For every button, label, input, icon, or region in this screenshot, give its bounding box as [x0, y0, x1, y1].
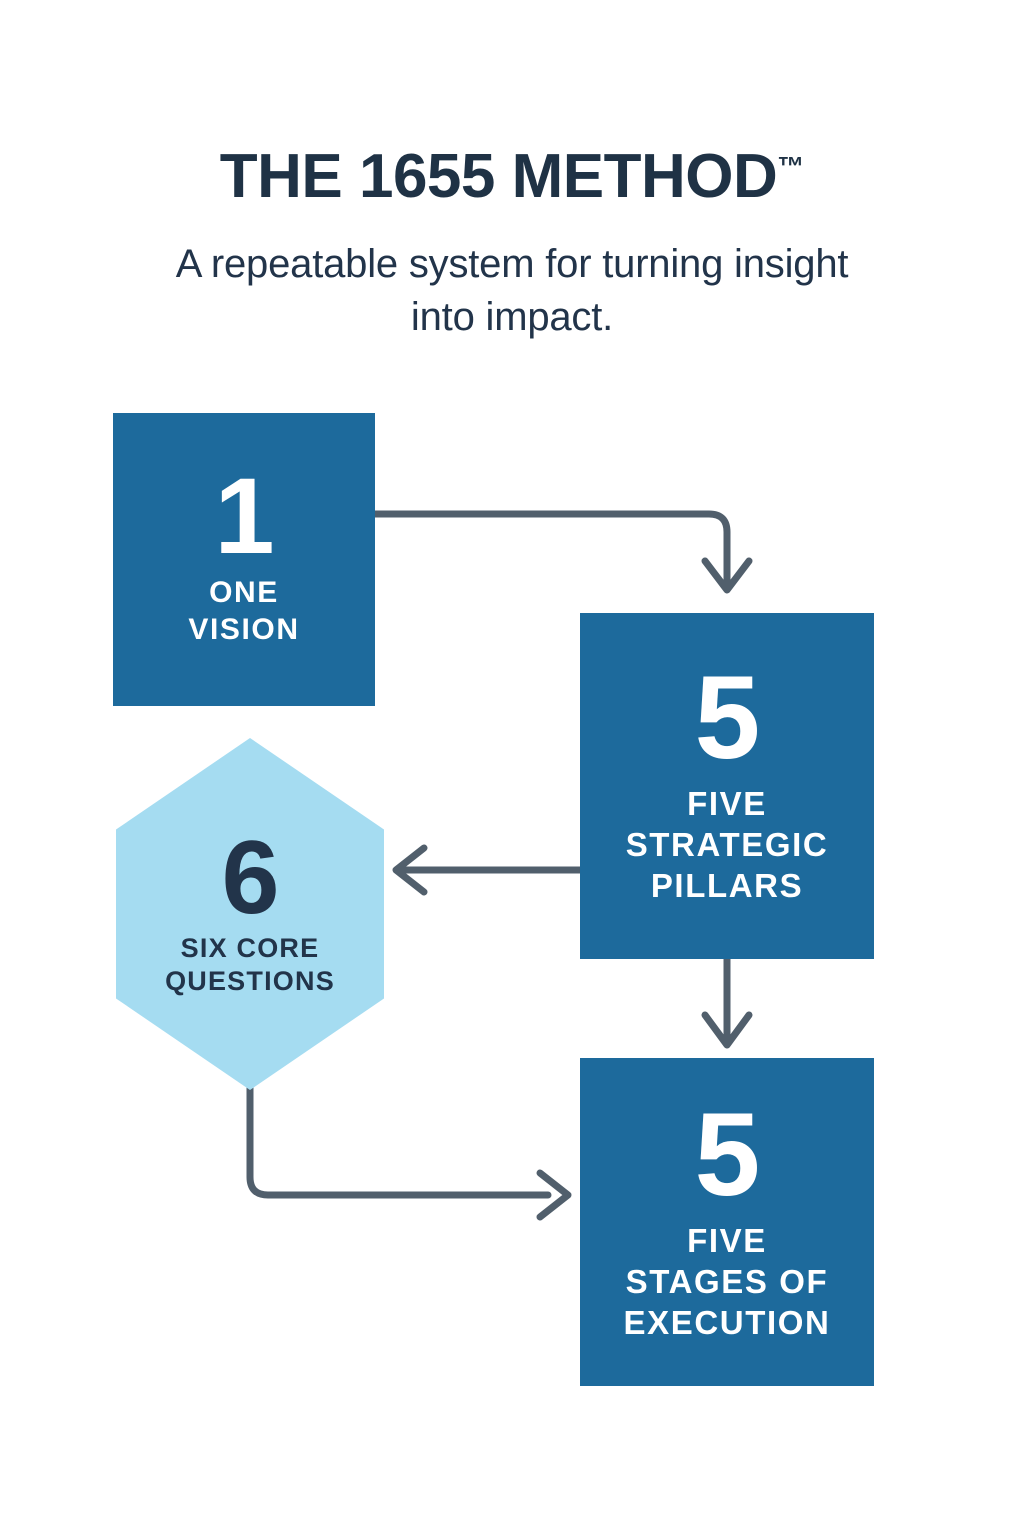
node-label: FIVE STRATEGIC PILLARS [626, 784, 829, 907]
node-five-strategic-pillars[interactable]: 5 FIVE STRATEGIC PILLARS [580, 613, 874, 959]
connector-questions-to-execution [246, 1081, 572, 1221]
node-label-line-2: VISION [188, 612, 300, 646]
node-label-line-1: FIVE [687, 1221, 767, 1259]
node-number: 1 [214, 455, 274, 577]
node-label: ONE VISION [188, 574, 299, 648]
node-label-line-1: FIVE [687, 784, 767, 822]
page-subtitle: A repeatable system for turning insight … [175, 242, 849, 339]
node-number: 5 [694, 1088, 761, 1221]
arrowhead-down-icon [701, 557, 753, 594]
node-number: 5 [694, 651, 761, 784]
page-title: THE 1655 METHOD™ [0, 146, 1024, 208]
node-label-line-3: EXECUTION [623, 1303, 831, 1341]
arrowhead-down-icon [701, 1011, 753, 1049]
node-label-line-1: ONE [209, 575, 279, 609]
arrowhead-right-icon [536, 1169, 572, 1221]
connector-pillars-to-execution [701, 955, 753, 1049]
node-label: FIVE STAGES OF EXECUTION [624, 1221, 831, 1344]
node-label-line-2: QUESTIONS [165, 966, 335, 997]
connector-pillars-to-questions [392, 844, 584, 896]
node-label-line-2: STRATEGIC [625, 825, 829, 863]
arrowhead-left-icon [392, 844, 428, 896]
node-six-core-questions[interactable]: 6 SIX CORE QUESTIONS [116, 738, 384, 1090]
node-label-line-2: STAGES OF [625, 1262, 829, 1300]
node-one-vision[interactable]: 1 ONE VISION [113, 413, 375, 706]
connector-vision-to-pillars [371, 510, 753, 594]
node-label-line-3: PILLARS [650, 866, 804, 904]
page-title-text: THE 1655 METHOD [219, 142, 778, 211]
node-five-stages-of-execution[interactable]: 5 FIVE STAGES OF EXECUTION [580, 1058, 874, 1386]
node-label-line-1: SIX CORE [180, 932, 320, 963]
node-number: 6 [221, 820, 280, 937]
node-label: SIX CORE QUESTIONS [165, 932, 335, 999]
trademark-symbol: ™ [777, 151, 805, 182]
